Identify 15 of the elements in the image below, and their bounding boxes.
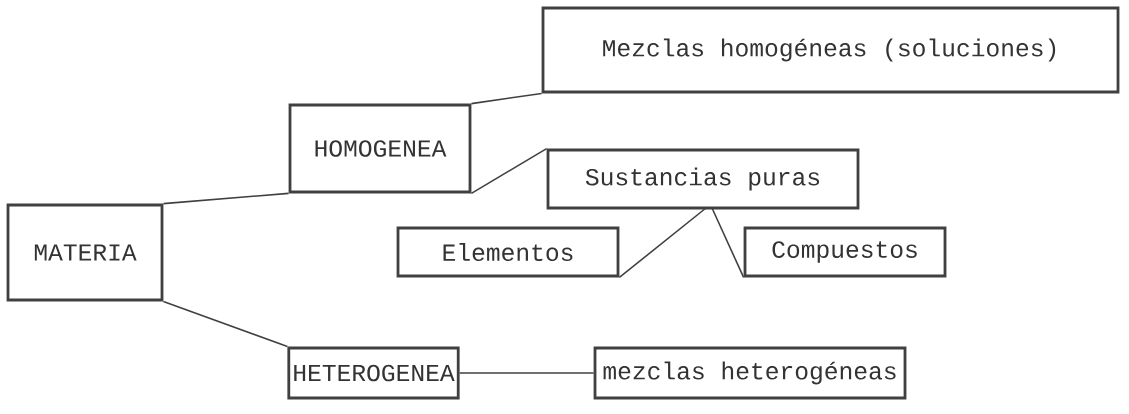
connector-line: [470, 147, 548, 195]
category-box: Elementos: [396, 226, 620, 278]
connector-line: [458, 372, 595, 374]
category-box: MATERIA: [6, 203, 164, 302]
category-box: Compuestos: [743, 226, 947, 278]
connector-line: [162, 192, 290, 205]
category-box: Mezclas homogéneas (soluciones): [541, 6, 1120, 94]
connector-line: [711, 207, 745, 279]
connector-line: [470, 92, 543, 105]
connector-line: [162, 300, 289, 348]
category-box: HOMOGENEA: [288, 103, 472, 194]
connector-line: [618, 207, 707, 279]
category-box: Sustancias puras: [546, 148, 860, 210]
category-box: mezclas heterogéneas: [593, 346, 907, 400]
category-box: HETEROGENEA: [287, 346, 460, 400]
